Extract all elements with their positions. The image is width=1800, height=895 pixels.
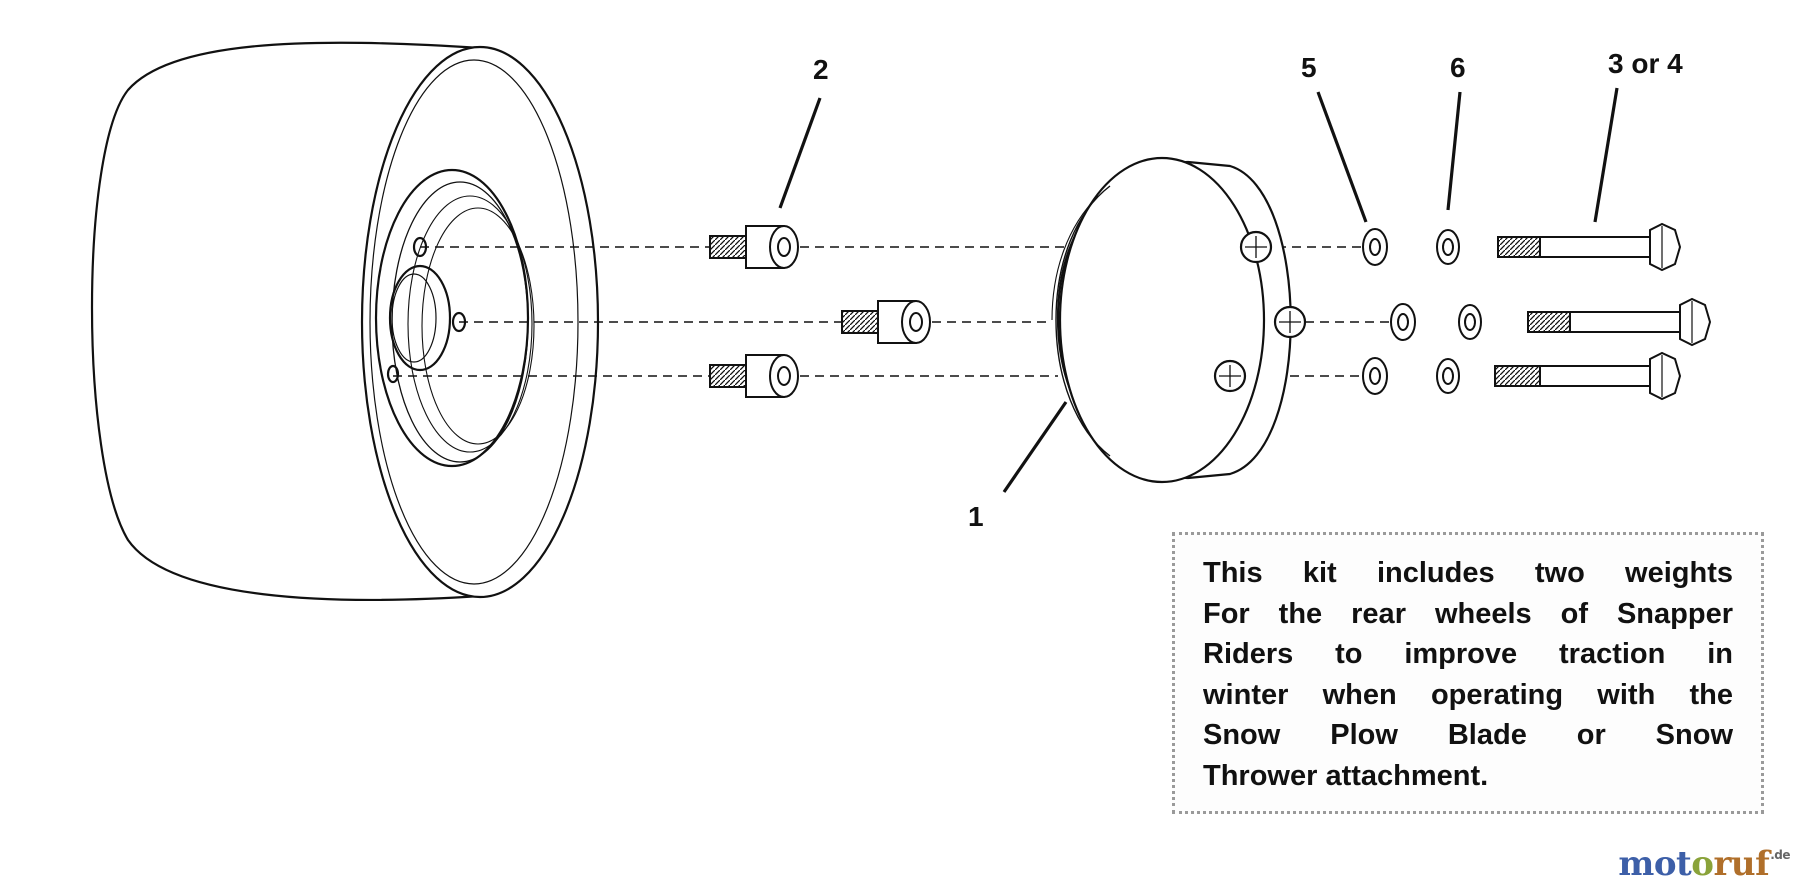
stud-top [709, 225, 799, 269]
watermark-tld: .de [1770, 848, 1790, 862]
bolts-part-3-or-4 [1494, 222, 1712, 401]
callout-part-6: 6 [1450, 52, 1466, 83]
note-line: Thrower attachment. [1203, 759, 1489, 792]
washers-part-5 [1362, 228, 1416, 395]
stud-bottom [709, 354, 799, 398]
note-line: winter when operating with the [1203, 678, 1733, 711]
bolt-top [1497, 222, 1682, 272]
note-line: Snow Plow Blade or Snow [1203, 719, 1733, 751]
watermark-logo: motoruf.de [1618, 844, 1790, 884]
callout-part-3-or-4: 3 or 4 [1608, 48, 1683, 79]
bolt-middle [1527, 297, 1712, 347]
lock-washers-part-6 [1436, 229, 1482, 394]
leader-lines [778, 87, 1619, 493]
callout-part-5: 5 [1301, 52, 1317, 83]
stud-middle [841, 300, 931, 344]
stud-part-2 [709, 225, 931, 398]
callout-part-2: 2 [813, 54, 829, 85]
tire-wheel [90, 41, 600, 602]
note-line: Riders to improve traction in [1203, 638, 1733, 670]
kit-description-note: This kit includes two weights For the re… [1172, 532, 1764, 814]
bolt-bottom [1494, 351, 1682, 401]
alignment-lines [393, 246, 1390, 377]
note-line: For the rear wheels of Snapper [1203, 597, 1733, 630]
wheel-weight-part-1 [1051, 156, 1307, 484]
watermark-part: mot [1618, 844, 1692, 884]
watermark-part: ruf [1713, 844, 1770, 884]
callout-part-1: 1 [968, 501, 984, 532]
watermark-part: o [1691, 844, 1714, 884]
note-line: This kit includes two weights [1203, 557, 1733, 589]
